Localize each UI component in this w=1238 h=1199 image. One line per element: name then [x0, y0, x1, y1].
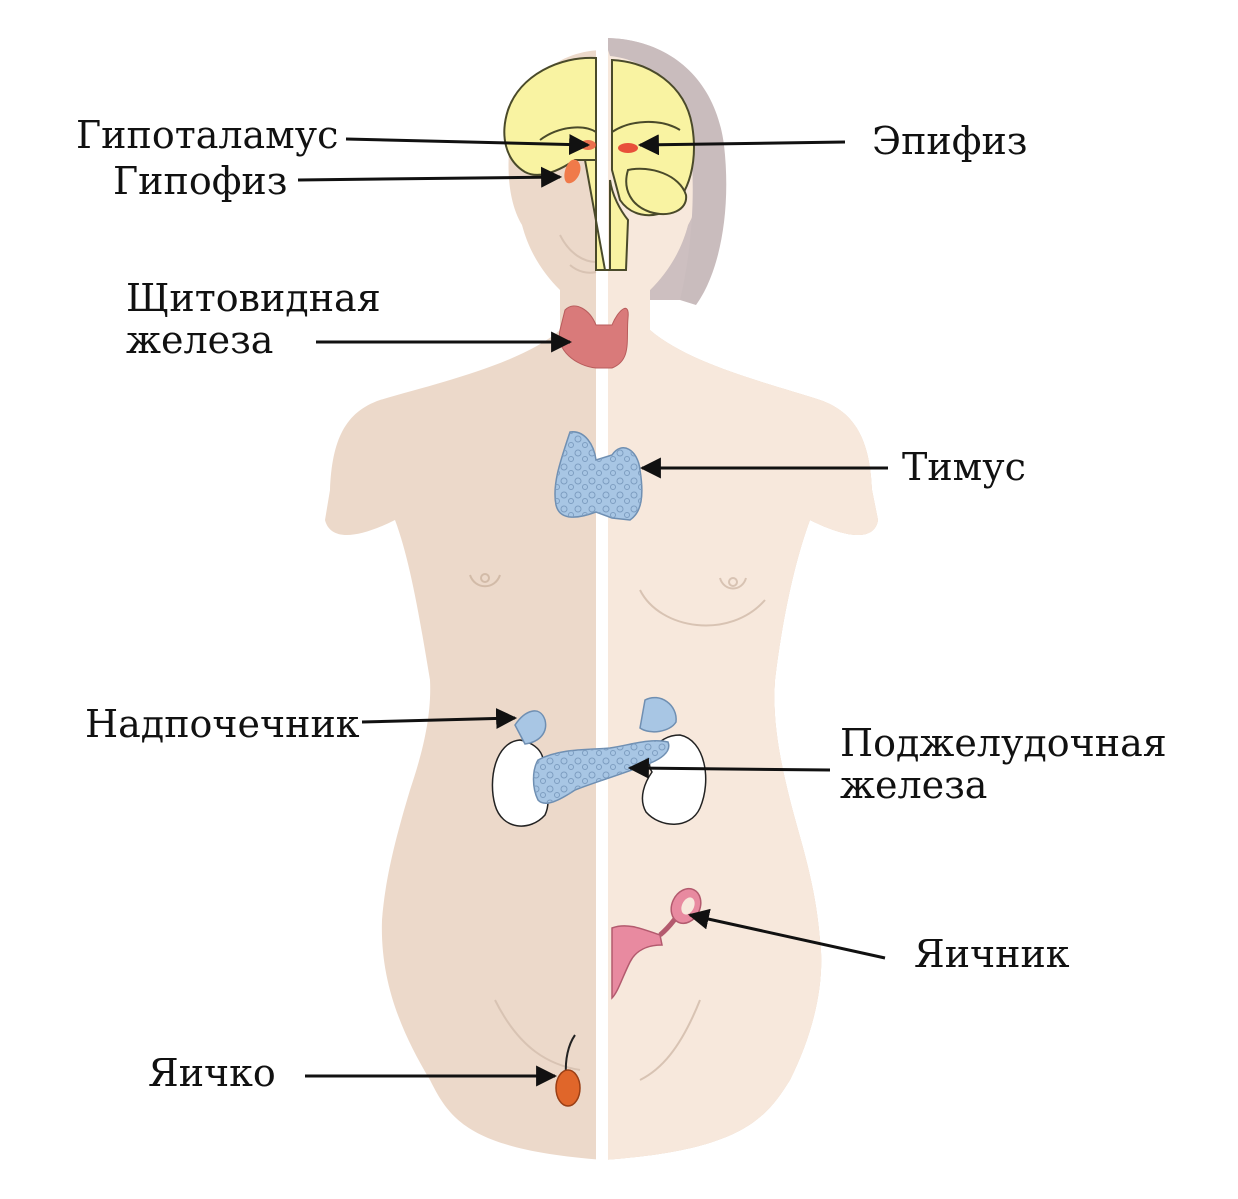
- label-pancreas-line1: Поджелудочная: [840, 721, 1167, 765]
- pineal-gland: [618, 143, 638, 153]
- adrenal-gland-left: [514, 710, 547, 745]
- nipple-right: [639, 577, 766, 627]
- thymus-gland: [554, 431, 643, 521]
- label-hypothalamus: Гипоталамус: [76, 113, 339, 157]
- arrow-adrenal: [361, 707, 518, 729]
- label-thyroid: Щитовидная железа: [126, 277, 381, 361]
- adrenal-gland-right: [639, 696, 677, 733]
- arrow-hypothalamus: [345, 134, 591, 156]
- label-pancreas: Поджелудочная железа: [840, 722, 1167, 806]
- nipple-left: [469, 573, 501, 588]
- arrow-ovary: [687, 908, 886, 960]
- label-ovary: Яичник: [914, 932, 1070, 976]
- label-thyroid-line2: железа: [126, 318, 274, 362]
- arrow-pineal: [637, 134, 846, 156]
- brain: [503, 56, 695, 271]
- label-adrenal: Надпочечник: [85, 702, 360, 746]
- arrow-pancreas: [627, 757, 831, 779]
- thyroid-gland: [558, 305, 629, 369]
- label-thyroid-line1: Щитовидная: [126, 276, 381, 320]
- label-pancreas-line2: железа: [840, 763, 988, 807]
- arrow-pituitary: [297, 166, 563, 188]
- label-pituitary: Гипофиз: [113, 159, 288, 203]
- center-divider: [596, 30, 608, 1170]
- pituitary-gland: [564, 159, 581, 184]
- pointer-arrows: [297, 134, 888, 1087]
- label-thymus: Тимус: [902, 445, 1026, 489]
- label-testis: Яичко: [148, 1051, 276, 1095]
- label-pineal: Эпифиз: [872, 119, 1028, 163]
- pancreas: [532, 740, 670, 804]
